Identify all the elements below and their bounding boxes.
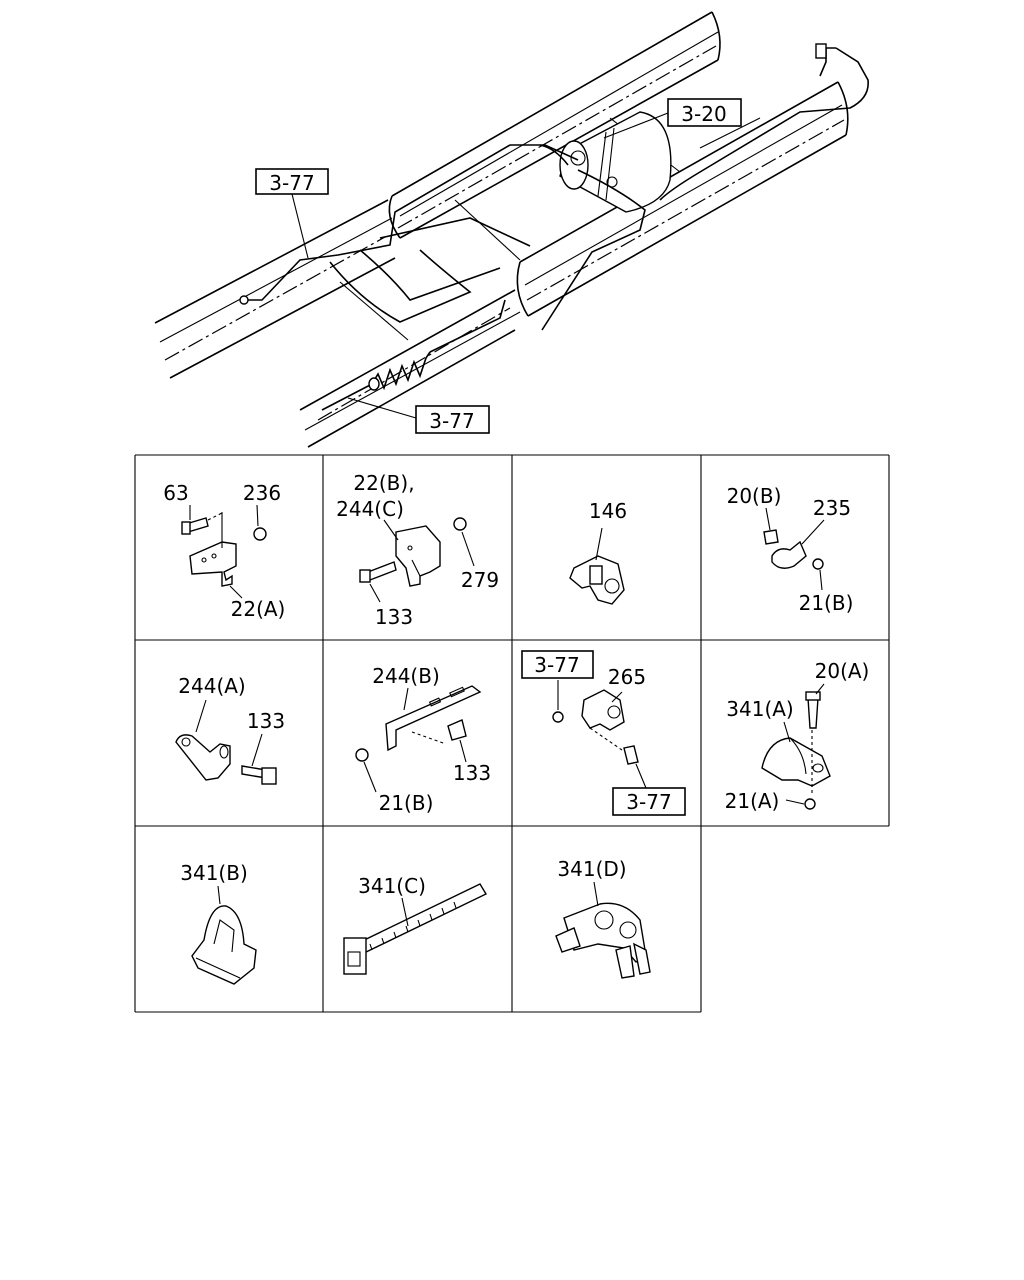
ref-box-3-20[interactable]: 3-20: [667, 98, 742, 127]
part-label: 21(B): [379, 791, 434, 815]
lower-frame-rail: [516, 81, 849, 317]
push-clip-part: [191, 905, 257, 985]
nut-part: [453, 517, 467, 531]
part-label: 341(D): [557, 857, 626, 881]
part-label: 22(A): [231, 597, 286, 621]
bolt-head: [261, 767, 277, 785]
part-label: 133: [375, 605, 413, 629]
double-clip-part: [563, 902, 647, 963]
ref-box-3-77-lower[interactable]: 3-77: [415, 405, 490, 434]
part-label: 341(B): [180, 861, 248, 885]
grid-lines: [134, 454, 890, 1013]
part-label: 265: [608, 665, 646, 689]
ref-box-3-77-cell-lower[interactable]: 3-77: [612, 787, 686, 816]
clip-part: [771, 540, 807, 569]
part-label: 244(A): [178, 674, 245, 698]
part-label: 341(C): [358, 874, 426, 898]
part-label: 236: [243, 481, 281, 505]
tie-head: [343, 937, 367, 975]
bolt-head: [359, 569, 371, 583]
nut-part: [253, 527, 267, 541]
cell-clip-341d: 341(D): [555, 857, 651, 979]
part-label: 63: [163, 481, 188, 505]
clip-part: [761, 737, 831, 787]
part-label: 244(C): [336, 497, 404, 521]
part-label: 21(B): [799, 591, 854, 615]
bracket-part: [189, 541, 237, 587]
left-frame-rail: [154, 199, 521, 448]
upper-frame-rail: [388, 11, 721, 239]
bolt-part: [763, 529, 779, 545]
part-label: 341(A): [726, 697, 793, 721]
ref-label: 3-77: [269, 171, 314, 195]
bolt-part: [623, 745, 639, 765]
part-label: 133: [247, 709, 285, 733]
cell-bracket-22a: 63 236 22(A): [163, 481, 285, 621]
part-label: 235: [813, 496, 851, 520]
part-label: 21(A): [725, 789, 780, 813]
leader-line: [347, 397, 417, 419]
bolt-head: [805, 691, 821, 701]
part-label: 133: [453, 761, 491, 785]
bolt-part: [807, 697, 819, 729]
clip-leg: [615, 945, 635, 979]
ref-label: 3-20: [681, 102, 726, 126]
ref-label: 3-77: [429, 409, 474, 433]
part-label: 22(B),: [353, 471, 414, 495]
bolt-head: [181, 521, 191, 535]
brake-pipe: [239, 43, 869, 331]
cell-clamp-265: 3-77 265 3-77: [521, 650, 686, 816]
cell-clip-146: 146: [569, 499, 627, 605]
ref-box-3-77-cell[interactable]: 3-77: [521, 650, 594, 679]
nut-part: [355, 748, 369, 762]
leader-line: [291, 193, 309, 259]
part-label: 244(B): [372, 664, 440, 688]
parts-grid: 63 236 22(A) 22(B), 244(C) 279 133: [134, 454, 890, 1013]
parking-brake-cable: [321, 299, 506, 411]
cell-bracket-244b: 244(B) 133 21(B): [355, 664, 491, 815]
chassis-overview: 3-77 3-20 3-77: [154, 11, 869, 448]
nut-part: [812, 558, 824, 570]
part-label: 146: [589, 499, 627, 523]
cell-clip-341a: 20(A) 341(A) 21(A): [725, 659, 870, 813]
bolt-part: [447, 719, 467, 741]
part-label: 20(B): [727, 484, 782, 508]
cell-bracket-244a: 244(A) 133: [175, 674, 285, 785]
air-tank: [559, 111, 672, 213]
cell-clip-235: 20(B) 235 21(B): [727, 484, 854, 615]
clip-leg: [633, 942, 651, 975]
bolt-part: [367, 561, 397, 581]
bracket-part: [175, 734, 231, 781]
ref-label: 3-77: [534, 653, 579, 677]
leader-line: [603, 112, 669, 139]
nut-part: [804, 798, 816, 810]
part-label: 279: [461, 568, 499, 592]
ref-box-3-77-upper[interactable]: 3-77: [255, 168, 329, 195]
clip-pin: [555, 927, 581, 953]
bracket-part: [385, 685, 482, 752]
cell-bracket-22b-244c: 22(B), 244(C) 279 133: [336, 471, 499, 629]
cell-clip-341b: 341(B): [180, 861, 257, 985]
ref-label: 3-77: [626, 790, 671, 814]
cell-cable-tie-341c: 341(C): [343, 874, 487, 975]
part-label: 20(A): [815, 659, 870, 683]
bracket-part: [395, 525, 441, 587]
nut-part: [552, 711, 564, 723]
